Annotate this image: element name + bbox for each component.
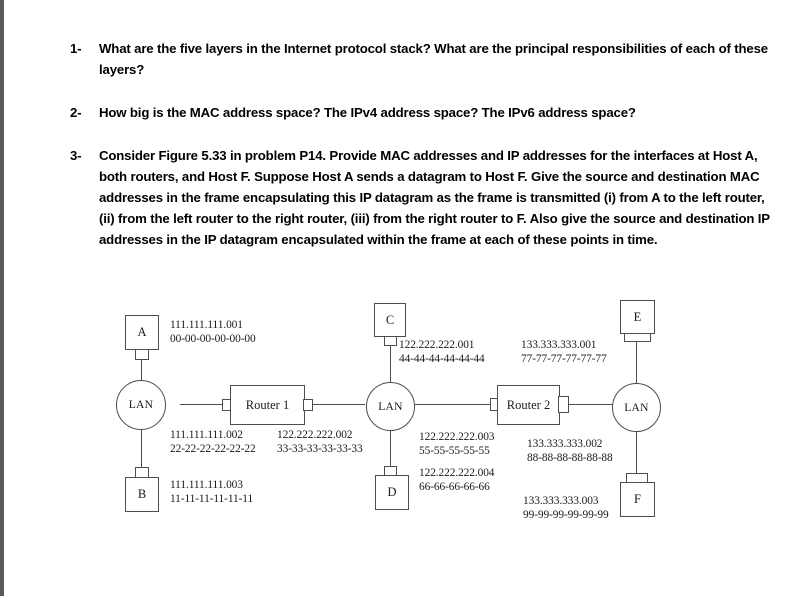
link-middle-lan-to-router2 — [415, 404, 497, 406]
router2-right-interface-address: 133.333.333.002 88-88-88-88-88-88 — [527, 437, 613, 465]
router1-left-ip: 111.111.111.002 — [170, 429, 243, 441]
question-item-2: 2- How big is the MAC address space? The… — [70, 102, 782, 123]
host-d-ip: 122.222.222.004 — [419, 467, 495, 479]
host-e-label: E — [633, 309, 642, 324]
link-host-e-to-right-lan — [636, 341, 638, 384]
router2-left-interface-address: 122.222.222.003 55-55-55-55-55 — [419, 430, 494, 458]
host-b-mac: 11-11-11-11-11-11 — [170, 493, 254, 505]
host-f-node[interactable]: F — [620, 482, 655, 517]
host-e-ip: 133.333.333.001 — [521, 339, 597, 351]
right-lan-cloud[interactable]: LAN — [612, 383, 661, 432]
router2-label: Router 2 — [506, 397, 551, 412]
host-a-label: A — [137, 325, 147, 339]
host-e-connector-stub — [624, 333, 651, 342]
questions-list: 1- What are the five layers in the Inter… — [70, 38, 782, 250]
host-c-ip: 122.222.222.001 — [399, 339, 475, 351]
host-b-node[interactable]: B — [125, 477, 159, 512]
router1-left-interface-address: 111.111.111.002 22-22-22-22-22-22 — [170, 428, 256, 456]
router2-right-port — [558, 396, 569, 413]
host-a-connector-stub — [135, 349, 149, 360]
host-f-interface-address: 133.333.333.003 99-99-99-99-99-99 — [523, 494, 609, 522]
host-b-interface-address: 111.111.111.003 11-11-11-11-11-11 — [170, 478, 253, 506]
router2-left-mac: 55-55-55-55-55 — [419, 445, 490, 457]
host-a-node[interactable]: A — [125, 315, 159, 350]
question-number-3: 3- — [70, 148, 82, 163]
host-f-ip: 133.333.333.003 — [523, 495, 599, 507]
host-c-interface-address: 122.222.222.001 44-44-44-44-44-44 — [399, 338, 485, 366]
router1-left-mac: 22-22-22-22-22-22 — [170, 443, 256, 455]
host-e-interface-address: 133.333.333.001 77-77-77-77-77-77 — [521, 338, 607, 366]
router2-right-mac: 88-88-88-88-88-88 — [527, 452, 613, 464]
host-b-label: B — [137, 487, 147, 501]
question-text-1: What are the five layers in the Internet… — [99, 41, 768, 77]
question-text-3: Consider Figure 5.33 in problem P14. Pro… — [99, 148, 770, 247]
host-a-mac: 00-00-00-00-00-00 — [170, 333, 256, 345]
host-c-label: C — [385, 312, 395, 327]
link-middle-lan-to-host-d — [390, 430, 392, 476]
host-a-interface-address: 111.111.111.001 00-00-00-00-00-00 — [170, 318, 256, 346]
host-a-ip: 111.111.111.001 — [170, 319, 243, 331]
router2-right-ip: 133.333.333.002 — [527, 438, 603, 450]
router1-node[interactable]: Router 1 — [230, 385, 305, 425]
question-item-3: 3- Consider Figure 5.33 in problem P14. … — [70, 145, 782, 250]
link-right-lan-to-host-f — [636, 430, 638, 474]
router1-right-ip: 122.222.222.002 — [277, 429, 353, 441]
host-b-ip: 111.111.111.003 — [170, 479, 243, 491]
host-f-mac: 99-99-99-99-99-99 — [523, 509, 609, 521]
router2-node[interactable]: Router 2 — [497, 385, 560, 425]
host-d-label: D — [387, 485, 397, 499]
left-lan-label: LAN — [128, 399, 154, 411]
router1-right-mac: 33-33-33-33-33-33 — [277, 443, 363, 455]
middle-lan-label: LAN — [378, 400, 403, 413]
host-d-mac: 66-66-66-66-66 — [419, 481, 490, 493]
host-e-mac: 77-77-77-77-77-77 — [521, 353, 607, 365]
question-number-2: 2- — [70, 105, 82, 120]
left-lan-cloud[interactable]: LAN — [116, 380, 166, 430]
link-router1-to-middle-lan — [305, 404, 365, 406]
page-left-edge-band — [0, 0, 4, 596]
link-host-c-to-middle-lan — [390, 337, 392, 382]
host-d-interface-address: 122.222.222.004 66-66-66-66-66 — [419, 466, 494, 494]
router2-left-ip: 122.222.222.003 — [419, 431, 495, 443]
host-f-label: F — [634, 492, 641, 506]
right-lan-label: LAN — [624, 401, 649, 414]
router1-label: Router 1 — [245, 397, 290, 412]
router1-right-interface-address: 122.222.222.002 33-33-33-33-33-33 — [277, 428, 363, 456]
link-left-lan-to-host-b — [141, 428, 143, 478]
host-c-connector-stub — [384, 336, 397, 346]
host-d-node[interactable]: D — [375, 475, 409, 510]
link-left-lan-to-router1 — [180, 404, 228, 406]
host-c-mac: 44-44-44-44-44-44 — [399, 353, 485, 365]
host-c-node[interactable]: C — [374, 303, 406, 337]
question-text-2: How big is the MAC address space? The IP… — [99, 105, 636, 120]
link-host-a-to-left-lan — [141, 350, 143, 382]
link-router2-to-right-lan — [568, 404, 618, 406]
question-number-1: 1- — [70, 41, 82, 56]
middle-lan-cloud[interactable]: LAN — [366, 382, 415, 431]
router1-right-port — [303, 399, 313, 411]
host-e-node[interactable]: E — [620, 300, 655, 334]
question-item-1: 1- What are the five layers in the Inter… — [70, 38, 782, 80]
